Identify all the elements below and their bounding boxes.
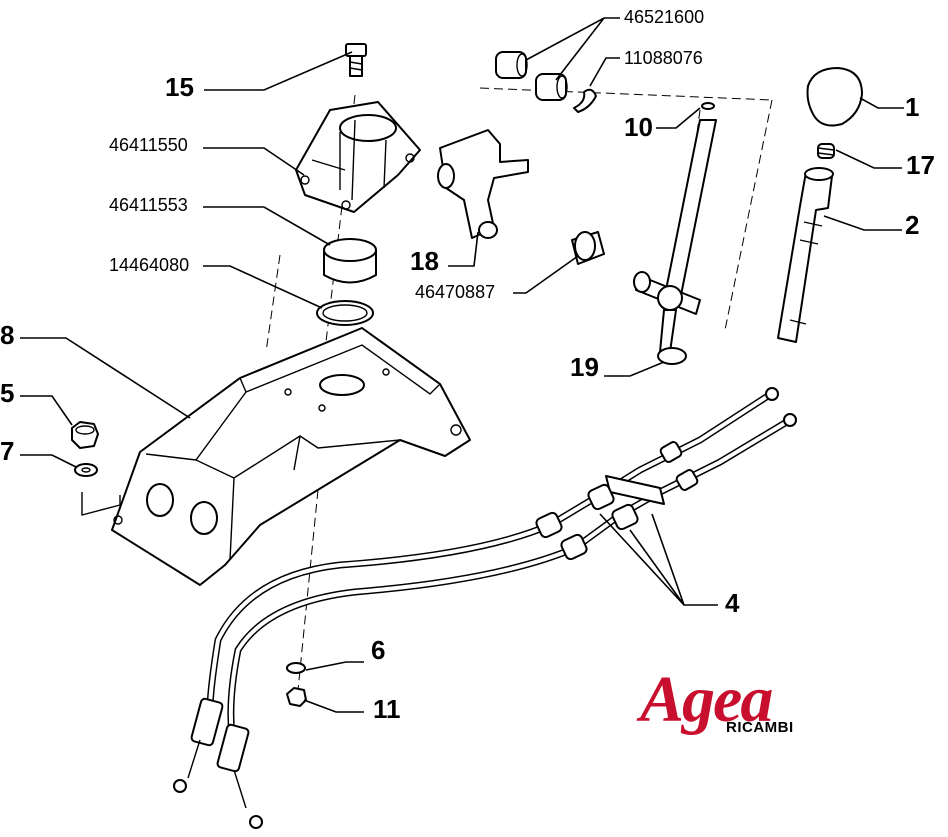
o-ring-part-14464080 [316,300,374,326]
label-46470887: 46470887 [415,282,496,302]
label-46411553: 46411553 [109,195,188,215]
clip-part-11088076 [573,88,597,113]
knob-part-1 [806,67,863,127]
fastener-guide-line [81,492,121,516]
nut-part-11 [286,687,307,707]
label-10: 10 [624,112,653,142]
label-4: 4 [725,588,740,618]
selector-lever-part-18 [437,129,529,239]
bolt-part-15 [345,43,367,77]
brand-logo-subtitle: RICAMBI [726,719,794,736]
boot-part-2 [777,167,834,343]
label-19: 19 [570,352,599,382]
label-6: 6 [371,635,386,665]
label-5: 5 [0,378,15,408]
label-7: 7 [0,436,15,466]
cables-part-4 [173,387,797,829]
upper-housing-part-46411550 [295,101,421,213]
label-1: 1 [905,92,920,122]
label-46521600: 46521600 [624,7,705,27]
label-8: 8 [0,320,15,350]
shift-housing-part-8 [111,327,471,586]
label-11088076: 11088076 [624,48,703,68]
washer-part-6 [286,662,306,674]
label-2: 2 [905,210,920,240]
label-18: 18 [410,246,439,276]
bushing-part-46411553 [323,238,377,284]
circlip-part-10 [701,102,715,110]
label-14464080: 14464080 [109,255,190,275]
shift-rod-part-19 [633,119,717,365]
washer-part-7 [74,463,98,477]
bushing-part-46470887 [571,231,605,265]
label-11: 11 [373,694,401,724]
label-17: 17 [906,150,935,180]
bushings-part-46521600 [495,51,568,101]
brand-logo: Agea [640,663,773,736]
label-15: 15 [165,72,194,102]
spring-part-17 [817,143,835,159]
leader-lines [20,17,904,713]
nut-part-5 [71,421,99,449]
label-46411550: 46411550 [109,135,188,155]
